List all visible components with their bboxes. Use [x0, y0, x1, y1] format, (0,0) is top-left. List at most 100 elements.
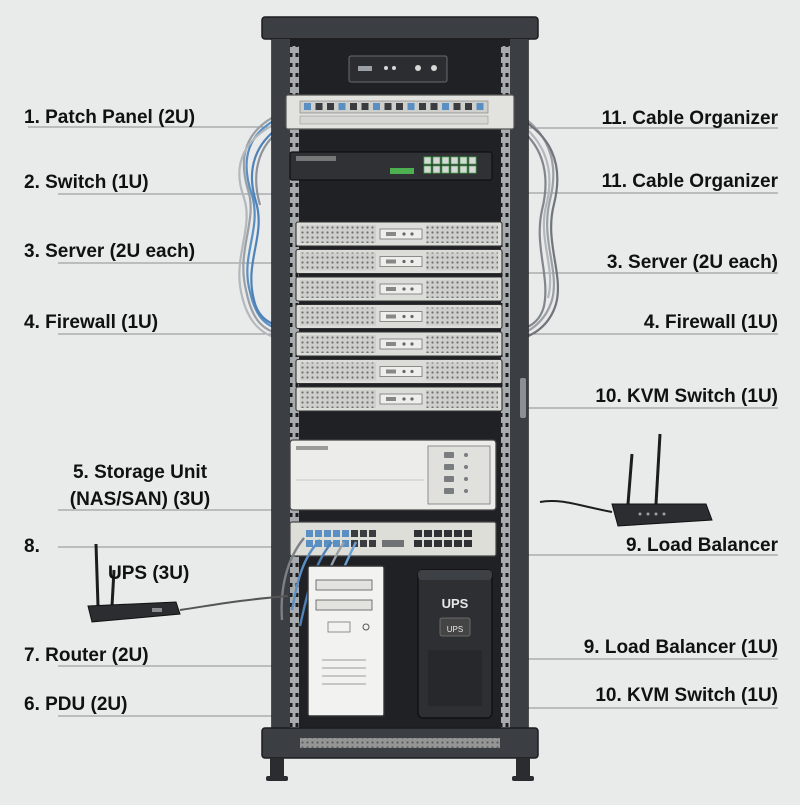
label-ups-text: 8.: [24, 536, 40, 557]
switch-port: [450, 165, 459, 174]
lb-port: [342, 540, 349, 547]
label-firewall: 4. Firewall (1U): [644, 312, 778, 333]
label-load-balancer-text: 9. Load Balancer (1U): [584, 637, 778, 658]
patch-port: [465, 103, 472, 110]
switch-port: [423, 156, 432, 165]
server-stack: [295, 221, 503, 412]
switch-port: [450, 156, 459, 165]
rack-door-handle: [520, 378, 526, 418]
switch-port: [441, 156, 450, 165]
lb-port: [342, 530, 349, 537]
switch-port: [459, 165, 468, 174]
rack-top-cap: [261, 16, 539, 40]
wifi-router-right: [539, 433, 713, 527]
label-cable-organizer: 11. Cable Organizer: [602, 171, 779, 192]
load-balancer-ports: [306, 530, 472, 547]
lb-port: [324, 530, 331, 537]
label-cable-organizer-top-text: 11. Cable Organizer: [602, 108, 779, 129]
server-unit: [295, 358, 503, 385]
lb-port: [444, 540, 452, 547]
label-kvm-switch-upper-text: 10. KVM Switch (1U): [595, 386, 778, 407]
patch-port: [476, 103, 484, 110]
lb-port: [424, 540, 432, 547]
server-unit: [295, 248, 503, 275]
wifi-router-left: [87, 543, 289, 623]
switch-port: [468, 156, 477, 165]
lb-port: [464, 540, 472, 547]
label-server-text: 3. Server (2U each): [24, 241, 195, 262]
switch-port: [432, 156, 441, 165]
label-firewall-text: 4. Firewall (1U): [24, 312, 158, 333]
tower-pc: [307, 565, 385, 717]
patch-port: [327, 103, 334, 110]
lb-port: [444, 530, 452, 537]
label-storage-unit-text: 5. Storage Unit: [73, 462, 208, 483]
right-cable-bundle: [511, 109, 560, 342]
label-firewall-text: 4. Firewall (1U): [644, 312, 778, 333]
lb-port: [434, 540, 442, 547]
storage-unit-device: [289, 439, 497, 511]
patch-port: [338, 103, 346, 110]
ups-panel-label: UPS: [447, 625, 463, 634]
lb-port: [306, 530, 313, 537]
label-load-balancer: 9. Load Balancer (1U): [584, 637, 778, 658]
rack-left-post: [272, 39, 290, 752]
switch-port: [468, 165, 477, 174]
lb-port: [454, 540, 462, 547]
label-load-balancer-upper-text: 9. Load Balancer: [626, 535, 779, 556]
lb-port: [306, 540, 313, 547]
label-switch: 2. Switch (1U): [24, 172, 149, 193]
rack-foot-right: [516, 758, 530, 778]
label-server: 3. Server (2U each): [24, 241, 195, 262]
lb-port: [333, 540, 340, 547]
lb-port: [454, 530, 462, 537]
label-ups-text: UPS (3U): [108, 563, 189, 584]
ups-unit: UPS UPS: [417, 569, 493, 719]
label-router-text: 7. Router (2U): [24, 645, 149, 666]
label-kvm-switch-text: 10. KVM Switch (1U): [595, 685, 778, 706]
patch-panel-device: [285, 94, 515, 130]
server-unit: [295, 303, 503, 330]
patch-panel-ports: [304, 103, 484, 110]
label-server: 3. Server (2U each): [607, 252, 778, 273]
labels-right: 11. Cable Organizer 11. Cable Organizer 3.…: [584, 108, 779, 706]
patch-port: [304, 103, 311, 110]
switch-port: [441, 165, 450, 174]
label-router: 7. Router (2U): [24, 645, 149, 666]
lb-port: [315, 530, 322, 537]
patch-port: [430, 103, 438, 110]
label-pdu: 6. PDU (2U): [24, 694, 127, 715]
lb-port: [315, 540, 322, 547]
leader-lines: [28, 126, 778, 717]
switch-port: [423, 165, 432, 174]
lb-port: [324, 540, 331, 547]
label-ups: 8. UPS (3U): [24, 536, 189, 584]
patch-port: [384, 103, 392, 110]
label-patch-panel-text: 1. Patch Panel (2U): [24, 107, 195, 128]
lb-port: [424, 530, 432, 537]
patch-port: [361, 103, 369, 110]
patch-port: [396, 103, 403, 110]
lb-port: [464, 530, 472, 537]
patch-port: [315, 103, 323, 110]
label-kvm-switch-upper: 10. KVM Switch (1U): [595, 386, 778, 407]
label-switch-text: 2. Switch (1U): [24, 172, 149, 193]
label-kvm-switch: 10. KVM Switch (1U): [595, 685, 778, 706]
lb-port: [434, 530, 442, 537]
label-load-balancer-upper: 9. Load Balancer: [626, 535, 779, 556]
lb-port: [414, 540, 422, 547]
rack-foot-left: [270, 758, 284, 778]
patch-port: [442, 103, 449, 110]
switch-ports: [423, 156, 477, 174]
ups-front-label: UPS: [442, 596, 469, 611]
patch-port: [453, 103, 461, 110]
switch-port: [459, 156, 468, 165]
switch-device: [289, 151, 493, 181]
label-firewall: 4. Firewall (1U): [24, 312, 158, 333]
lb-port: [333, 530, 340, 537]
top-control-panel: [348, 55, 448, 83]
label-patch-panel: 1. Patch Panel (2U): [24, 107, 195, 128]
patch-port: [373, 103, 380, 110]
